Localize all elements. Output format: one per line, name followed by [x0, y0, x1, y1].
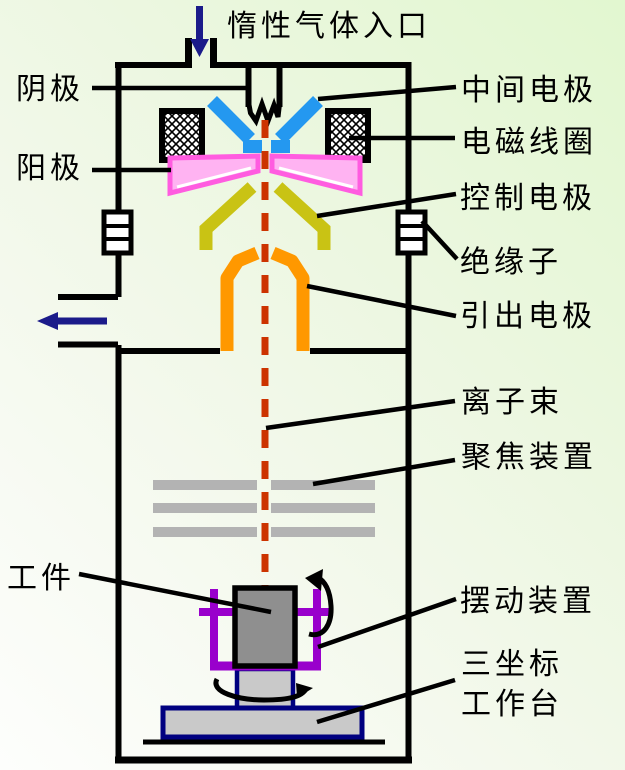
leader-worktable — [316, 677, 456, 725]
leader-extraction-electrode — [306, 283, 457, 319]
leader-intermediate-electrode — [317, 84, 457, 102]
leader-lines — [78, 84, 459, 725]
label-focusing-device: 聚焦装置 — [461, 441, 597, 474]
label-insulator: 绝缘子 — [460, 246, 562, 279]
gas-flow-arrow-icon — [190, 6, 209, 57]
control-electrode — [199, 182, 331, 250]
insulator-right — [395, 209, 428, 256]
extraction-electrode — [220, 247, 310, 351]
intermediate-electrode — [207, 96, 323, 153]
electromagnetic-coil-left — [159, 108, 205, 163]
label-swing-device: 摆动装置 — [460, 585, 596, 618]
label-ion-beam: 离子束 — [461, 386, 563, 419]
swing-arrow-icon — [305, 569, 334, 638]
label-gas-inlet: 惰性气体入口 — [227, 10, 431, 43]
label-intermediate-electrode: 中间电极 — [461, 74, 597, 107]
cathode-filament-zigzag — [246, 96, 282, 129]
cathode-tube — [245, 65, 283, 129]
leader-control-electrode — [316, 191, 457, 219]
leader-focusing-device — [312, 457, 456, 487]
label-control-electrode: 控制电极 — [460, 182, 596, 215]
worktable-stage — [143, 666, 385, 745]
leader-insulator — [420, 219, 459, 261]
insulator-left — [101, 209, 134, 256]
label-worktable-line2: 工作台 — [461, 688, 563, 721]
focusing-device-plates — [153, 480, 375, 537]
leader-ion-beam — [265, 398, 456, 431]
vacuum-outlet-arrow-icon — [37, 312, 107, 330]
label-worktable-line1: 三坐标 — [461, 648, 563, 681]
leader-workpiece — [78, 571, 272, 615]
label-electromagnetic-coil: 电磁线圈 — [461, 126, 597, 159]
workpiece-block — [232, 585, 298, 669]
label-anode: 阳极 — [16, 152, 84, 185]
label-extraction-electrode: 引出电极 — [460, 300, 596, 333]
leader-swing-device — [317, 596, 457, 650]
rotation-arrow-horizontal-icon — [213, 677, 313, 703]
label-workpiece: 工件 — [7, 562, 75, 595]
anode-electrode — [167, 153, 363, 197]
worktable-base — [160, 705, 365, 740]
label-cathode: 阴极 — [16, 73, 84, 106]
electromagnetic-coil-right — [325, 108, 371, 163]
